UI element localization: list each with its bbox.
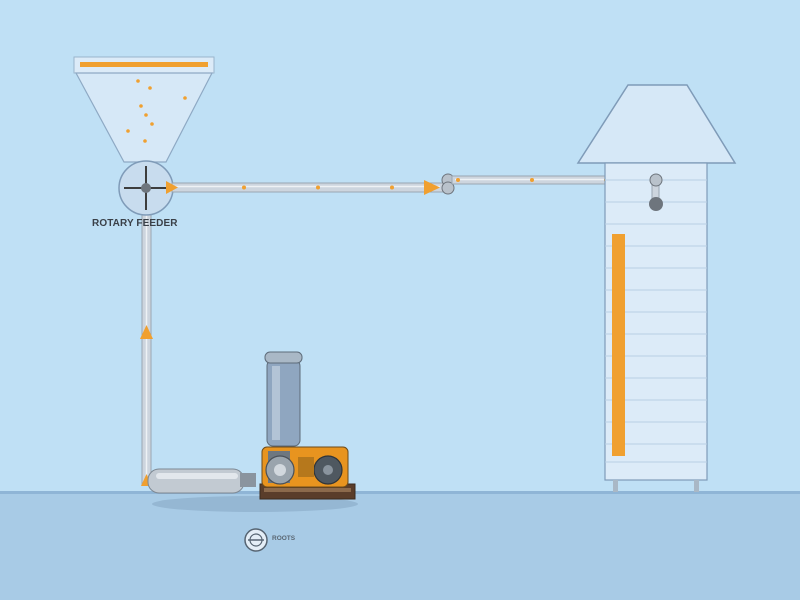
material-dot [316,185,320,190]
material-dot [390,185,394,190]
hopper-material-layer [80,62,208,67]
rotary-feeder-label: ROTARY FEEDER [92,218,178,229]
silo-leg [694,480,699,492]
material-dot [456,178,460,182]
silo-inlet [649,173,663,211]
hopper-material-particles [126,79,187,143]
flow-arrow-up [140,325,153,339]
storage-silo [576,84,737,492]
hopper [73,56,215,163]
silo-fill-level-bar [612,234,625,456]
material-dot [242,185,246,190]
vertical-pipe [140,189,153,486]
silo-roof [576,84,737,164]
ground [0,493,800,600]
blower-shadow [152,496,358,512]
rotary-feeder-icon [118,160,174,216]
pipe-elbow-joint [441,173,455,195]
silo-leg [613,480,618,492]
flow-arrow-right [424,180,440,195]
material-dot [530,178,534,182]
roots-logo-icon [244,528,268,552]
roots-label: ROOTS [272,535,296,542]
roots-blower-icon [147,351,358,512]
flow-arrow-feeder-outlet [166,181,178,194]
ground-line [0,491,800,494]
